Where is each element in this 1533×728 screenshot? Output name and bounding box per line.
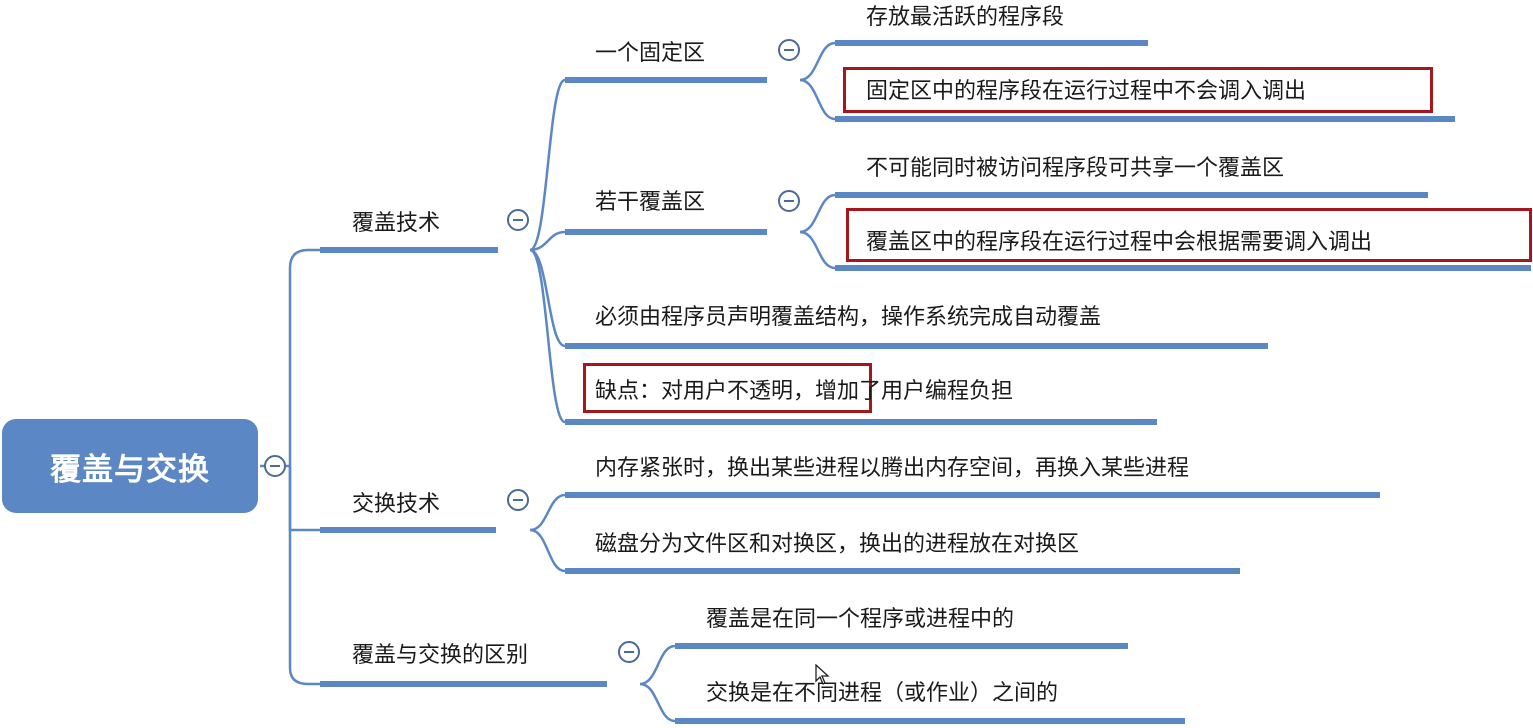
node-swap-tech[interactable]: 交换技术 <box>352 492 441 517</box>
underline <box>565 419 1157 425</box>
node-cover-leaf-1[interactable]: 不可能同时被访问程序段可共享一个覆盖区 <box>866 156 1285 181</box>
root-node[interactable]: 覆盖与交换 <box>2 419 258 513</box>
connector-overlay-drawback <box>529 248 566 424</box>
connector-overlay-fixed <box>529 78 566 252</box>
underline <box>675 643 1128 649</box>
connector-root-diff <box>288 466 320 686</box>
collapse-icon[interactable] <box>778 39 800 61</box>
node-difference[interactable]: 覆盖与交换的区别 <box>352 643 529 668</box>
underline <box>565 77 767 83</box>
collapse-icon[interactable] <box>778 190 800 212</box>
node-fixed-area[interactable]: 一个固定区 <box>595 41 706 66</box>
node-swap-leaf-1[interactable]: 内存紧张时，换出某些进程以腾出内存空间，再换入某些进程 <box>595 456 1190 481</box>
underline <box>835 116 1455 122</box>
node-cover-area[interactable]: 若干覆盖区 <box>595 190 706 215</box>
underline <box>565 343 1268 349</box>
highlight-box <box>843 67 1433 113</box>
underline <box>565 492 1380 498</box>
node-fixed-leaf-1[interactable]: 存放最活跃的程序段 <box>866 5 1065 30</box>
mouse-cursor-icon <box>815 664 830 685</box>
connector-overlay-cover <box>529 230 566 252</box>
collapse-icon[interactable] <box>507 489 529 511</box>
node-declare[interactable]: 必须由程序员声明覆盖结构，操作系统完成自动覆盖 <box>595 305 1102 330</box>
collapse-icon[interactable] <box>618 641 640 663</box>
underline <box>565 229 767 235</box>
connector-root-swap <box>288 466 320 532</box>
highlight-box <box>846 208 1532 262</box>
node-diff-leaf-2[interactable]: 交换是在不同进程（或作业）之间的 <box>706 681 1059 706</box>
connector-diff-2 <box>639 682 676 723</box>
collapse-icon[interactable] <box>507 209 529 231</box>
underline <box>320 527 496 533</box>
collapse-icon[interactable] <box>264 455 286 477</box>
underline <box>835 192 1428 198</box>
underline <box>320 247 498 253</box>
node-diff-leaf-1[interactable]: 覆盖是在同一个程序或进程中的 <box>706 607 1015 632</box>
connector-fixed-2 <box>799 78 836 121</box>
underline <box>320 681 607 687</box>
underline <box>675 718 1185 724</box>
connector-root-overlay <box>260 248 320 468</box>
connector-cover-1 <box>799 193 836 234</box>
node-cover-leaf-2[interactable]: 覆盖区中的程序段在运行过程中会根据需要调入调出 <box>866 230 1373 255</box>
connector-diff-1 <box>639 644 676 686</box>
node-fixed-leaf-2[interactable]: 固定区中的程序段在运行过程中不会调入调出 <box>866 79 1307 104</box>
connector-cover-2 <box>799 230 836 270</box>
node-swap-leaf-2[interactable]: 磁盘分为文件区和对换区，换出的进程放在对换区 <box>595 532 1080 557</box>
drawback-rest: 增加了用户编程负担 <box>815 379 1014 404</box>
highlight-box <box>583 363 872 413</box>
connector-swap-1 <box>529 493 566 532</box>
underline <box>565 568 1240 574</box>
underline <box>835 40 1148 46</box>
node-drawback[interactable]: 缺点：对用户不透明，增加了用户编程负担 <box>595 378 1013 406</box>
drawback-highlight: 缺点：对用户不透明， <box>595 379 816 404</box>
connector-swap-2 <box>529 528 566 573</box>
connector-fixed-1 <box>799 41 836 82</box>
node-overlay-tech[interactable]: 覆盖技术 <box>352 211 441 236</box>
underline <box>835 265 1531 271</box>
